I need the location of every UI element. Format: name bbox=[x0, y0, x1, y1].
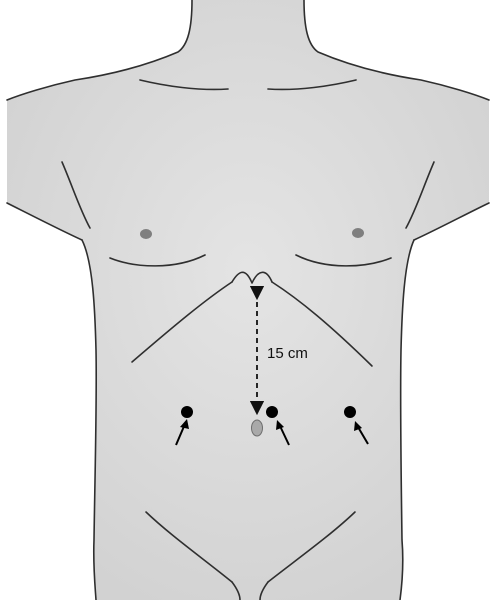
port-dot bbox=[181, 406, 193, 418]
port-dot bbox=[266, 406, 278, 418]
navel bbox=[252, 420, 263, 436]
left-nipple bbox=[140, 229, 152, 239]
port-dot bbox=[344, 406, 356, 418]
measurement-label: 15 cm bbox=[267, 345, 308, 362]
torso-silhouette bbox=[7, 0, 489, 600]
right-nipple bbox=[352, 228, 364, 238]
